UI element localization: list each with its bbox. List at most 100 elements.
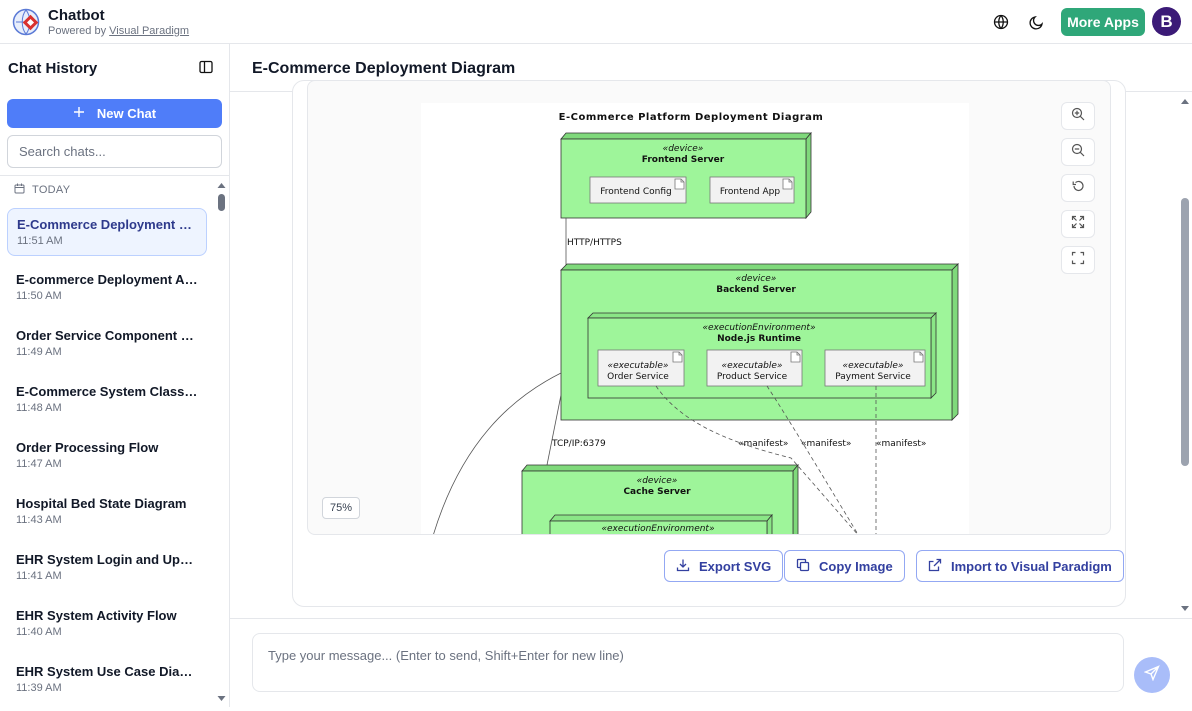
stereotype-label: «executable» (843, 361, 904, 371)
stereotype-label: «executionEnvironment» (702, 323, 815, 333)
new-chat-label: New Chat (96, 106, 157, 121)
cache-server-node: «device» Cache Server «executionEnvironm… (521, 463, 799, 534)
chat-item[interactable]: Order Processing Flow 11:47 AM (7, 432, 207, 480)
import-visual-paradigm-label: Import to Visual Paradigm (951, 558, 1112, 574)
visual-paradigm-link[interactable]: Visual Paradigm (109, 25, 190, 37)
executable-name: Order Service (607, 372, 669, 382)
zoom-in-button[interactable] (1061, 102, 1095, 130)
node-name: Frontend Server (642, 155, 725, 165)
app-title: Chatbot (48, 7, 105, 24)
fit-screen-icon (1071, 215, 1085, 234)
chat-item[interactable]: Order Service Component Di... 11:49 AM (7, 320, 207, 368)
chat-time: 11:51 AM (17, 235, 63, 247)
top-bar: Chatbot Powered by Visual Paradigm More … (0, 0, 1192, 44)
executable-name: Product Service (717, 372, 788, 382)
node-name: Node.js Runtime (717, 334, 801, 344)
sidebar-toggle-icon[interactable] (198, 59, 214, 75)
stereotype-label: «executable» (722, 361, 783, 371)
chat-history-sidebar: Chat History New Chat TODAY E-Commerce D… (0, 44, 230, 707)
chat-history-heading: Chat History (8, 60, 98, 77)
export-svg-button[interactable]: Export SVG (664, 550, 784, 582)
chat-item[interactable]: Hospital Bed State Diagram 11:43 AM (7, 488, 207, 536)
node-name: Backend Server (716, 285, 796, 295)
chat-item[interactable]: E-commerce Deployment Ar... 11:50 AM (7, 264, 207, 312)
chat-title: EHR System Use Case Diagram (16, 664, 198, 679)
fullscreen-icon (1071, 251, 1085, 270)
chat-title: E-Commerce Deployment Di... (17, 217, 197, 232)
download-icon (676, 558, 690, 575)
chat-item[interactable]: EHR System Activity Flow 11:40 AM (7, 600, 207, 648)
chat-time: 11:48 AM (16, 402, 62, 414)
plus-icon (73, 106, 85, 121)
chat-time: 11:40 AM (16, 626, 62, 638)
chat-item-active[interactable]: E-Commerce Deployment Di... 11:51 AM (7, 208, 207, 256)
app-logo-icon (12, 8, 40, 36)
sidebar-scrollbar[interactable] (215, 178, 228, 706)
link-label: TCP/IP:6379 (551, 439, 606, 449)
copy-image-label: Copy Image (819, 558, 893, 574)
more-apps-button[interactable]: More Apps (1061, 8, 1145, 36)
zoom-out-icon (1071, 143, 1085, 162)
send-button[interactable] (1134, 657, 1170, 693)
stereotype-label: «device» (736, 274, 777, 284)
main-scrollbar[interactable] (1178, 92, 1192, 617)
chat-title: E-commerce Deployment Ar... (16, 272, 198, 287)
zoom-out-button[interactable] (1061, 138, 1095, 166)
copy-icon (796, 558, 810, 575)
sidebar-divider (0, 175, 229, 176)
new-chat-button[interactable]: New Chat (7, 99, 222, 128)
external-link-icon (928, 558, 942, 575)
backend-server-node: «device» Backend Server «executionEnviro… (560, 263, 959, 421)
dark-mode-moon-icon[interactable] (1025, 10, 1049, 34)
manifest-label: «manifest» (738, 439, 788, 449)
chat-time: 11:50 AM (16, 290, 62, 302)
chat-title: Order Service Component Di... (16, 328, 198, 343)
search-chats-input[interactable] (7, 135, 222, 168)
group-today-label: TODAY (32, 184, 71, 196)
copy-image-button[interactable]: Copy Image (784, 550, 905, 582)
user-avatar[interactable]: B (1152, 7, 1181, 36)
deployment-diagram: E-Commerce Platform Deployment Diagram «… (421, 103, 969, 534)
message-input[interactable] (252, 633, 1124, 692)
calendar-icon (14, 183, 25, 197)
powered-by-label: Powered by (48, 25, 107, 37)
chat-title: Order Processing Flow (16, 440, 159, 455)
powered-by: Powered by Visual Paradigm (48, 25, 189, 37)
fit-to-screen-button[interactable] (1061, 210, 1095, 238)
group-today: TODAY (14, 183, 70, 197)
stereotype-label: «device» (637, 476, 678, 486)
stereotype-label: «device» (663, 144, 704, 154)
chat-title: E-Commerce System Class Di... (16, 384, 198, 399)
chat-time: 11:41 AM (16, 570, 62, 582)
globe-icon[interactable] (989, 10, 1013, 34)
conversation-title: E-Commerce Deployment Diagram (252, 60, 516, 77)
node-name: Cache Server (623, 487, 691, 497)
zoom-in-icon (1071, 107, 1085, 126)
chat-title: EHR System Activity Flow (16, 608, 177, 623)
chat-time: 11:49 AM (16, 346, 62, 358)
frontend-server-node: «device» Frontend Server Frontend Config… (560, 131, 812, 220)
chat-item[interactable]: EHR System Login and Upda... 11:41 AM (7, 544, 207, 592)
rotate-ccw-icon (1071, 179, 1085, 198)
link-label: HTTP/HTTPS (567, 238, 622, 248)
fullscreen-button[interactable] (1061, 246, 1095, 274)
chat-item[interactable]: EHR System Use Case Diagram 11:39 AM (7, 656, 207, 704)
chat-time: 11:39 AM (16, 682, 62, 694)
composer-divider (230, 618, 1192, 619)
export-svg-label: Export SVG (699, 558, 772, 574)
chat-title: EHR System Login and Upda... (16, 552, 198, 567)
chat-item[interactable]: E-Commerce System Class Di... 11:48 AM (7, 376, 207, 424)
artifact-label: Frontend Config (600, 187, 671, 197)
manifest-label: «manifest» (876, 439, 926, 449)
zoom-level-badge: 75% (322, 497, 360, 519)
stereotype-label: «executable» (608, 361, 669, 371)
import-visual-paradigm-button[interactable]: Import to Visual Paradigm (916, 550, 1124, 582)
artifact-label: Frontend App (720, 187, 780, 197)
reset-view-button[interactable] (1061, 174, 1095, 202)
diagram-title: E-Commerce Platform Deployment Diagram (559, 112, 824, 123)
chat-time: 11:43 AM (16, 514, 62, 526)
stereotype-label: «executionEnvironment» (601, 524, 714, 534)
chat-list: E-Commerce Deployment Di... 11:51 AM E-c… (0, 206, 214, 706)
chat-time: 11:47 AM (16, 458, 62, 470)
diagram-canvas[interactable]: E-Commerce Platform Deployment Diagram «… (307, 80, 1111, 535)
